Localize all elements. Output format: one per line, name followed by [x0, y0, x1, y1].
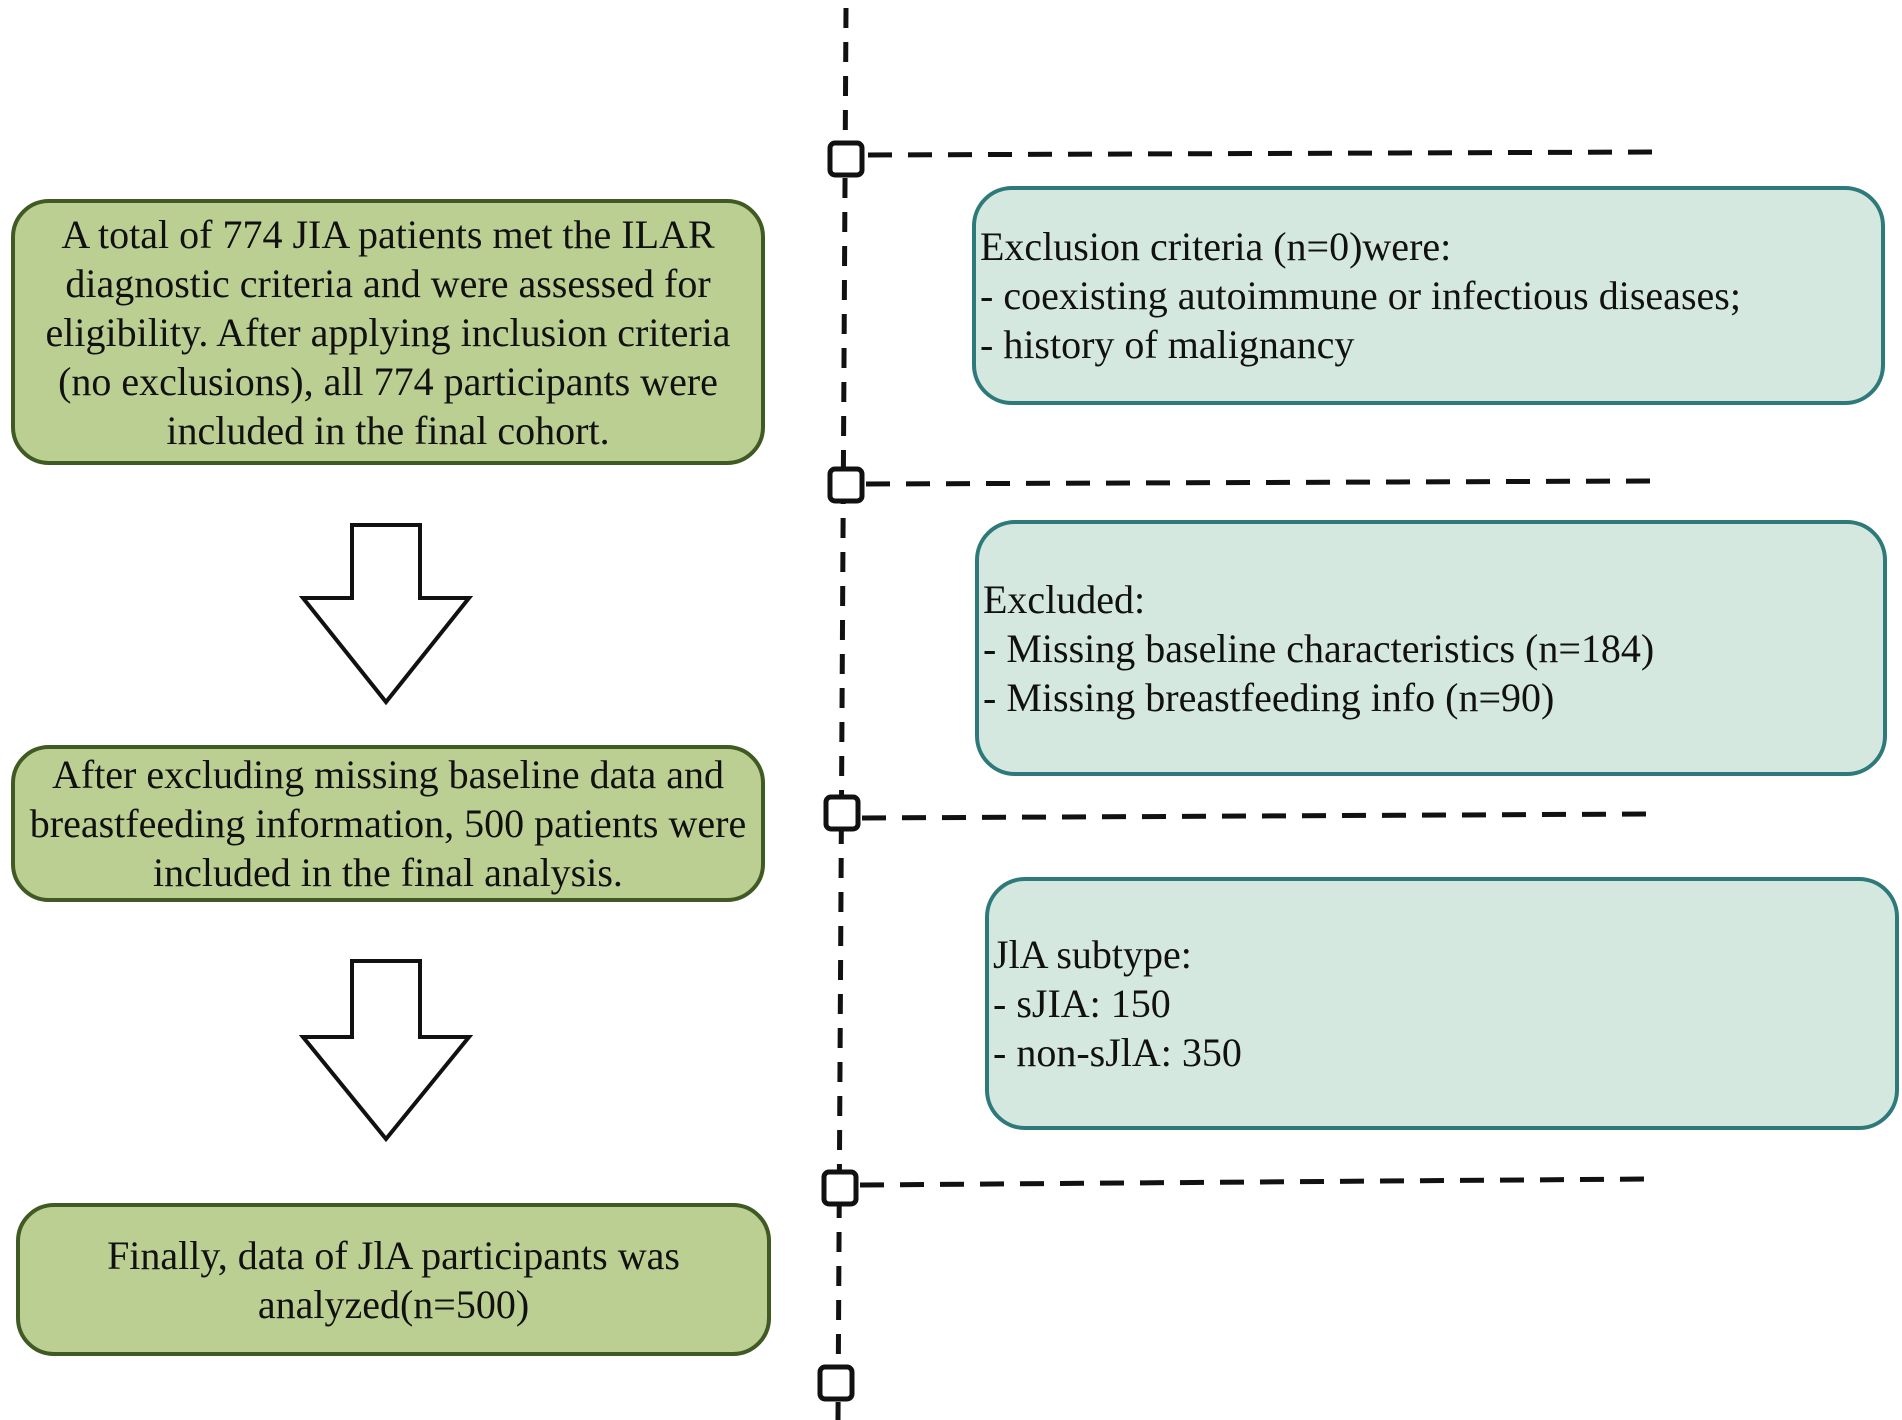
- note-item: - Missing breastfeeding info (n=90): [983, 674, 1555, 720]
- divider-line: [867, 149, 1656, 158]
- down-arrow: [298, 959, 474, 1143]
- step-line: Finally, data of JlA participants was: [107, 1232, 680, 1278]
- note-box-subtype: JlA subtype: - sJIA: 150 - non-sJlA: 350: [985, 877, 1899, 1130]
- timeline-marker: [823, 794, 861, 832]
- timeline-marker: [827, 466, 865, 504]
- divider-line: [859, 1176, 1649, 1188]
- step-line: breastfeeding information, 500 patients …: [29, 801, 747, 846]
- step-line: included in the final analysis.: [153, 850, 623, 895]
- down-arrow: [298, 523, 474, 706]
- note-heading: Exclusion criteria (n=0)were:: [980, 224, 1452, 269]
- note-box-exclusion-criteria: Exclusion criteria (n=0)were: - coexisti…: [972, 186, 1885, 405]
- note-item: - non-sJlA: 350: [993, 1030, 1242, 1075]
- step-line: After excluding missing baseline data an…: [51, 752, 725, 797]
- step-text: Finally, data of JlA participants was an…: [107, 1231, 680, 1329]
- step-line: diagnostic criteria and were assessed fo…: [65, 260, 711, 306]
- step-line: (no exclusions), all 774 participants we…: [58, 358, 718, 404]
- step-box-final-analysis: Finally, data of JlA participants was an…: [16, 1203, 771, 1356]
- divider-line: [865, 478, 1651, 487]
- note-heading: Excluded:: [983, 576, 1146, 622]
- note-item: - coexisting autoimmune or infectious di…: [980, 273, 1741, 318]
- step-box-exclusion: After excluding missing baseline data an…: [11, 745, 765, 902]
- note-item: - Missing baseline characteristics (n=18…: [983, 625, 1655, 671]
- step-line: A total of 774 JIA patients met the ILAR: [61, 211, 715, 257]
- timeline-marker: [817, 1364, 855, 1402]
- divider-line: [861, 811, 1649, 821]
- step-text: After excluding missing baseline data an…: [30, 750, 746, 897]
- timeline-marker: [827, 140, 865, 178]
- step-text: A total of 774 JIA patients met the ILAR…: [45, 210, 730, 455]
- timeline-marker: [821, 1169, 859, 1207]
- note-item: - sJIA: 150: [993, 981, 1171, 1026]
- step-box-eligibility: A total of 774 JIA patients met the ILAR…: [11, 199, 765, 465]
- note-heading: JlA subtype:: [993, 932, 1192, 977]
- step-line: analyzed(n=500): [257, 1281, 530, 1327]
- note-box-excluded: Excluded: - Missing baseline characteris…: [975, 520, 1887, 776]
- step-line: included in the final cohort.: [166, 407, 610, 453]
- step-line: eligibility. After applying inclusion cr…: [45, 309, 731, 355]
- timeline-dashed-line: [835, 7, 849, 1420]
- note-item: - history of malignancy: [980, 322, 1355, 367]
